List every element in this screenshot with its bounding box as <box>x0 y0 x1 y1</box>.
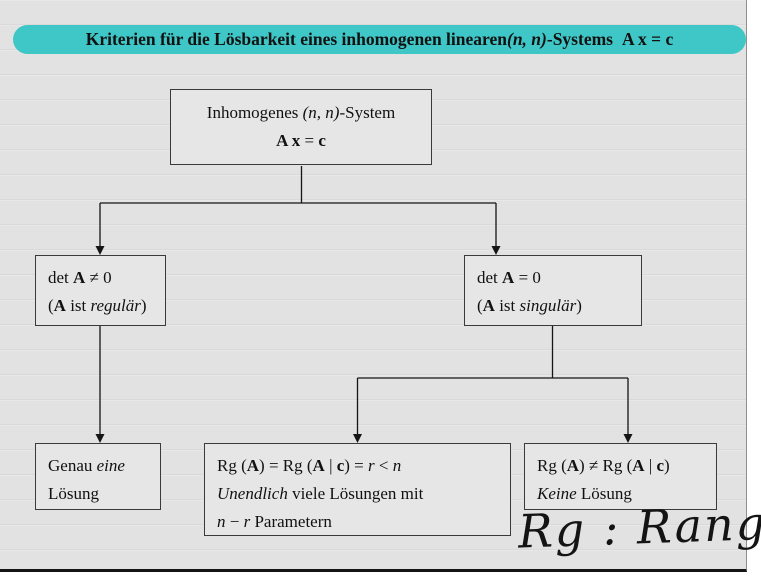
text-run: ) ≠ Rg ( <box>579 456 633 475</box>
math-n: n <box>392 456 402 475</box>
result-box-infinite-solutions: Rg (A) = Rg (A | c) = r < n Unendlich vi… <box>204 443 511 536</box>
branch-right-line2: (A ist singulär) <box>477 292 629 320</box>
result-left-line1: Genau eine <box>48 452 148 480</box>
text-run: ) <box>664 456 670 475</box>
math-r: r <box>243 512 251 532</box>
text-run: | <box>644 456 657 475</box>
top-box-inhomogeneous-system: Inhomogenes (n, n)-System A x = c <box>170 89 432 165</box>
math-A: A <box>73 268 86 287</box>
branch-left-line2: (A ist regulär) <box>48 292 153 320</box>
text-singulaer: singulär <box>519 296 577 316</box>
text-run: ) <box>576 296 582 316</box>
text-run: ( <box>48 296 54 316</box>
text-run: ist <box>494 296 520 316</box>
math-A: A <box>632 456 645 475</box>
branch-left-line1: det A ≠ 0 <box>48 264 153 292</box>
result-box-no-solution: Rg (A) ≠ Rg (A | c) Keine Lösung <box>524 443 717 510</box>
banner-text: Kriterien für die Lösbarkeit eines inhom… <box>85 29 507 49</box>
text-run: Rg ( <box>217 456 247 475</box>
math-Ax: A x <box>276 131 301 150</box>
text-run: ist <box>65 296 91 316</box>
text-run: ( <box>477 296 483 316</box>
result-right-rank-equation: Rg (A) ≠ Rg (A | c) <box>537 452 704 480</box>
text-run: | <box>324 456 337 475</box>
text-eine: eine <box>96 456 125 475</box>
math-n: n <box>217 512 226 532</box>
result-mid-line3: n − r Parametern <box>217 508 498 536</box>
math-A: A <box>53 296 66 316</box>
math-A: A <box>246 456 260 475</box>
title-banner: Kriterien für die Lösbarkeit eines inhom… <box>13 25 746 54</box>
result-mid-rank-equation: Rg (A) = Rg (A | c) = r < n <box>217 452 498 480</box>
math-c: c <box>336 456 345 475</box>
branch-box-det-zero: det A = 0 (A ist singulär) <box>464 255 642 326</box>
text-run: Rg ( <box>537 456 567 475</box>
math-r: r <box>368 456 375 475</box>
result-mid-line2: Unendlich viele Lösungen mit <box>217 480 498 508</box>
text-run: Inhomogenes <box>206 102 303 122</box>
text-run: ) = Rg ( <box>259 456 313 475</box>
text-run: Lösung <box>48 484 99 504</box>
branch-right-line1: det A = 0 <box>477 264 629 292</box>
text-run: Genau <box>48 456 97 475</box>
text-unendlich: Unendlich <box>217 484 288 504</box>
math-nn: (n, n) <box>302 102 340 122</box>
math-c: c <box>318 131 326 150</box>
text-run: ) <box>140 296 147 316</box>
text-run: ≠ 0 <box>85 268 112 287</box>
math-c: c <box>656 456 665 475</box>
math-A: A <box>566 456 580 475</box>
banner-text-systems: -Systems <box>546 29 613 49</box>
math-A: A <box>502 268 515 287</box>
text-run: < <box>374 456 393 475</box>
text-run: det <box>48 268 74 287</box>
top-box-equation: A x = c <box>183 127 419 155</box>
text-run: viele Lösungen mit <box>287 484 424 504</box>
text-run: Parametern <box>250 512 332 532</box>
result-left-line2: Lösung <box>48 480 148 508</box>
banner-math-nn: (n, n) <box>507 29 547 49</box>
text-run: ) = <box>344 456 369 475</box>
result-box-unique-solution: Genau eine Lösung <box>35 443 161 510</box>
text-run: det <box>477 268 503 287</box>
text-run: = 0 <box>514 268 541 287</box>
result-right-line2: Keine Lösung <box>537 480 704 508</box>
text-run: Lösung <box>576 484 632 504</box>
text-run: = <box>300 131 319 150</box>
math-A: A <box>312 456 325 475</box>
top-box-line1: Inhomogenes (n, n)-System <box>183 99 419 127</box>
text-run: -System <box>339 102 396 122</box>
branch-box-det-nonzero: det A ≠ 0 (A ist regulär) <box>35 255 166 326</box>
text-run: − <box>225 512 244 532</box>
math-A: A <box>482 296 495 316</box>
banner-equation: A x = c <box>621 29 674 49</box>
text-regulaer: regulär <box>90 296 141 316</box>
text-keine: Keine <box>537 484 577 504</box>
